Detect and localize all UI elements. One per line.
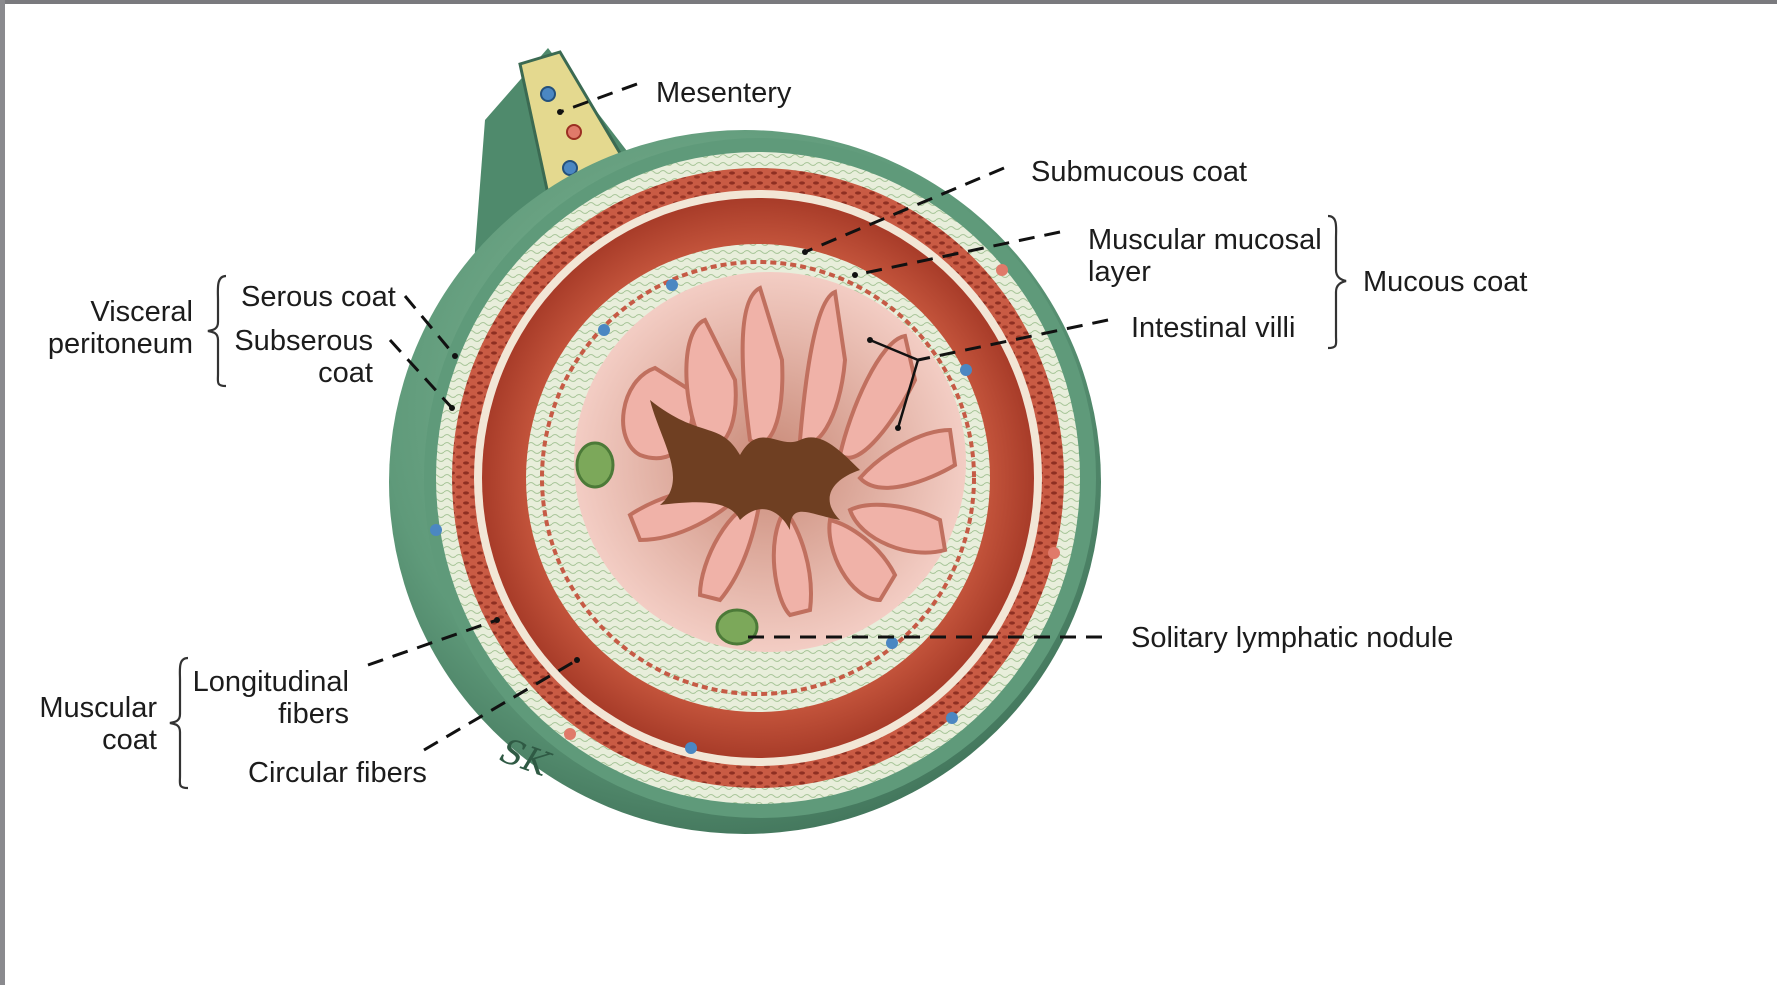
label-muscular-mucosal-line2: layer	[1088, 255, 1151, 289]
label-mucous-coat: Mucous coat	[1363, 265, 1527, 299]
label-visceral-line1: Visceral	[90, 295, 193, 329]
label-longitudinal-line2: fibers	[278, 697, 349, 731]
label-muscular-mucosal-line1: Muscular mucosal	[1088, 223, 1322, 257]
lymphatic-nodule-left	[577, 443, 613, 487]
label-serous-coat: Serous coat	[241, 280, 396, 314]
label-intestinal-villi: Intestinal villi	[1131, 311, 1295, 345]
label-muscular-coat-line2: coat	[102, 723, 157, 757]
label-circular-fibers: Circular fibers	[248, 756, 427, 790]
label-muscular-coat-line1: Muscular	[39, 691, 157, 725]
solitary-lymphatic-nodule-shape	[717, 610, 757, 644]
muscular-coat-brace	[170, 658, 188, 788]
label-visceral-line2: peritoneum	[48, 327, 193, 361]
visceral-peritoneum-brace	[208, 276, 226, 386]
label-solitary-lymphatic-nodule: Solitary lymphatic nodule	[1131, 621, 1453, 655]
label-subserous-line1: Subserous	[234, 324, 373, 358]
label-longitudinal-line1: Longitudinal	[193, 665, 349, 699]
label-submucous-coat: Submucous coat	[1031, 155, 1247, 189]
label-subserous-line2: coat	[318, 356, 373, 390]
label-mesentery: Mesentery	[656, 76, 791, 110]
mucous-coat-brace	[1328, 216, 1346, 348]
